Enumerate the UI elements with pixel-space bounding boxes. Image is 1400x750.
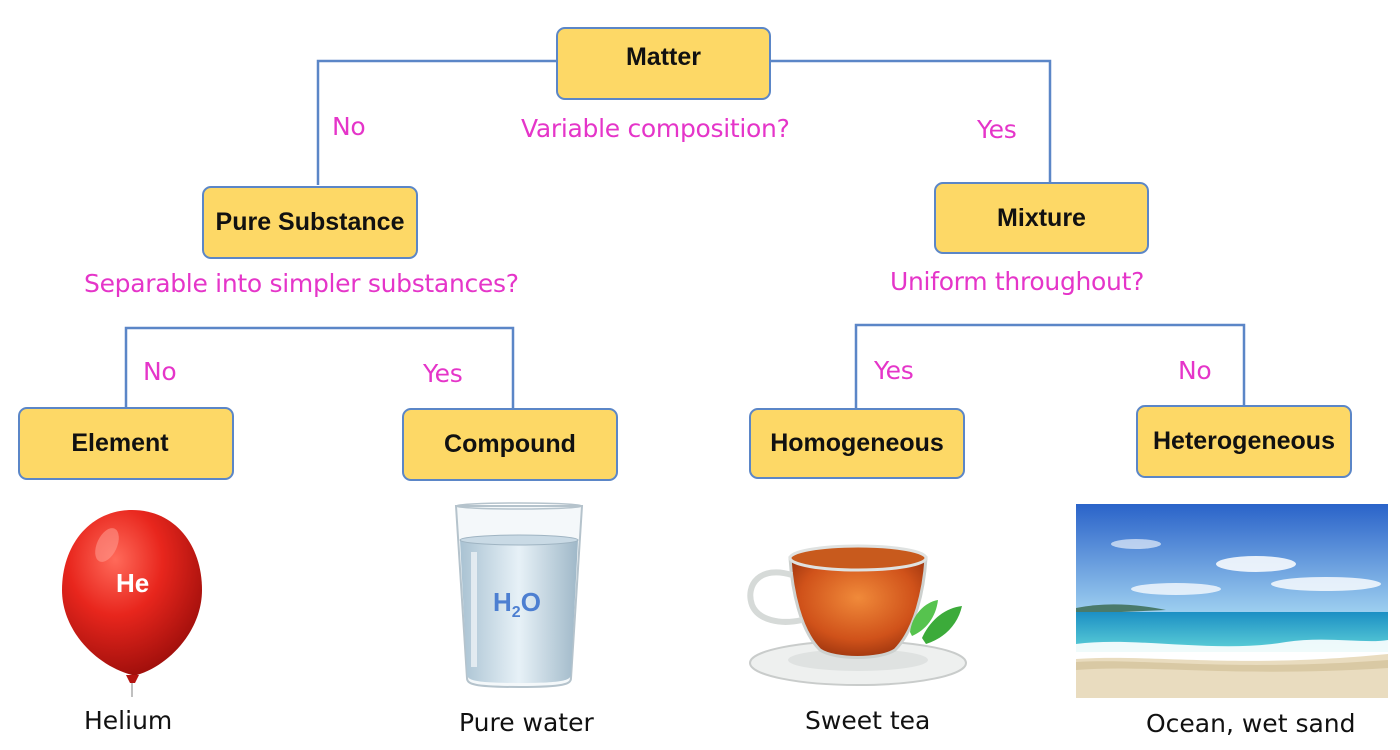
question-uniform: Uniform throughout? [890,267,1145,296]
caption-helium: Helium [84,706,173,735]
caption-ocean-wet-sand: Ocean, wet sand [1146,709,1356,738]
connector-matter-mixture [770,59,1052,182]
node-heterogeneous: Heterogeneous [1136,405,1352,478]
label-mixture-no: No [1178,356,1212,385]
water-formula: H2O [493,587,541,622]
node-element: Element [18,407,234,480]
red-balloon-icon [55,505,210,700]
label-matter-no: No [332,112,366,141]
question-variable-composition: Variable composition? [521,114,790,143]
connector-matter-pure [316,59,557,185]
label-matter-yes: Yes [977,115,1017,144]
connector-mixture-children [854,323,1246,408]
connector-pure-children [124,326,515,408]
beach-photo-icon [1076,504,1388,698]
question-separable: Separable into simpler substances? [84,269,519,298]
node-matter: Matter [556,27,771,100]
tea-cup-icon [740,520,972,690]
label-pure-no: No [143,357,177,386]
helium-symbol: He [116,568,150,598]
caption-sweet-tea: Sweet tea [805,706,931,735]
node-mixture: Mixture [934,182,1149,254]
node-homogeneous: Homogeneous [749,408,965,479]
node-pure-substance: Pure Substance [202,186,418,259]
caption-pure-water: Pure water [459,708,594,737]
node-compound: Compound [402,408,618,481]
label-pure-yes: Yes [423,359,463,388]
glass-of-water-icon [453,502,585,690]
label-mixture-yes: Yes [874,356,914,385]
